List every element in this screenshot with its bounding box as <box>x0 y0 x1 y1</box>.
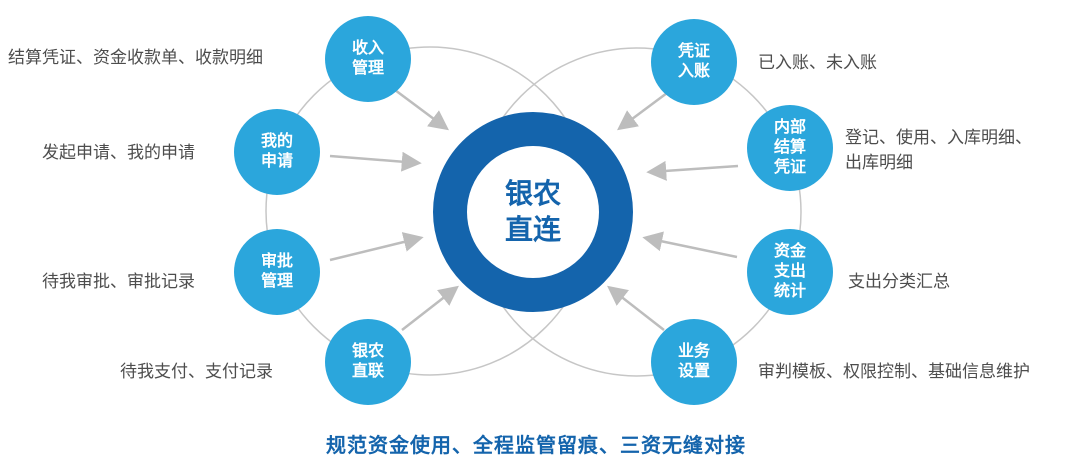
center-node: 银农 直连 <box>433 112 633 312</box>
node-label: 资金 支出 统计 <box>773 243 806 300</box>
arrow-icon <box>616 88 672 131</box>
center-node-label: 银农 直连 <box>504 177 561 245</box>
arrow-icon <box>642 231 738 259</box>
node-label: 审批 管理 <box>260 253 293 290</box>
arrow-icon <box>646 160 739 181</box>
bottom-caption: 规范资金使用、全程监管留痕、三资无缝对接 <box>326 435 746 457</box>
node-label: 我的 申请 <box>260 133 293 170</box>
desc-internal-settlement-voucher: 登记、使用、入库明细、 出库明细 <box>845 128 1032 172</box>
node-bank-agri-direct-link: 银农 直联 <box>325 319 411 405</box>
desc-income-management: 结算凭证、资金收款单、收款明细 <box>8 48 263 67</box>
desc-business-settings: 审判模板、权限控制、基础信息维护 <box>758 362 1030 381</box>
desc-bank-agri-direct-link: 待我支付、支付记录 <box>120 362 273 381</box>
node-internal-settlement-voucher: 内部 结算 凭证 <box>747 105 833 191</box>
arrow-icon <box>329 232 424 262</box>
node-label: 凭证 入账 <box>677 43 710 80</box>
arrow-icon <box>401 285 459 331</box>
node-income-management: 收入 管理 <box>325 16 411 102</box>
desc-voucher-entry: 已入账、未入账 <box>758 53 877 72</box>
arrow-icon <box>394 88 450 131</box>
desc-fund-expenditure-stats: 支出分类汇总 <box>848 272 950 291</box>
node-approval-management: 审批 管理 <box>234 229 320 315</box>
node-fund-expenditure-stats: 资金 支出 统计 <box>747 229 833 315</box>
node-my-application: 我的 申请 <box>234 109 320 195</box>
node-label: 银农 直联 <box>351 343 384 380</box>
arrow-icon <box>329 151 422 172</box>
node-label: 业务 设置 <box>677 343 710 380</box>
desc-my-application: 发起申请、我的申请 <box>42 143 195 162</box>
node-business-settings: 业务 设置 <box>651 319 737 405</box>
arrow-icon <box>607 285 665 331</box>
node-label: 收入 管理 <box>351 40 384 77</box>
node-label: 内部 结算 凭证 <box>773 119 806 176</box>
desc-approval-management: 待我审批、审批记录 <box>42 272 195 291</box>
node-voucher-entry: 凭证 入账 <box>651 19 737 105</box>
